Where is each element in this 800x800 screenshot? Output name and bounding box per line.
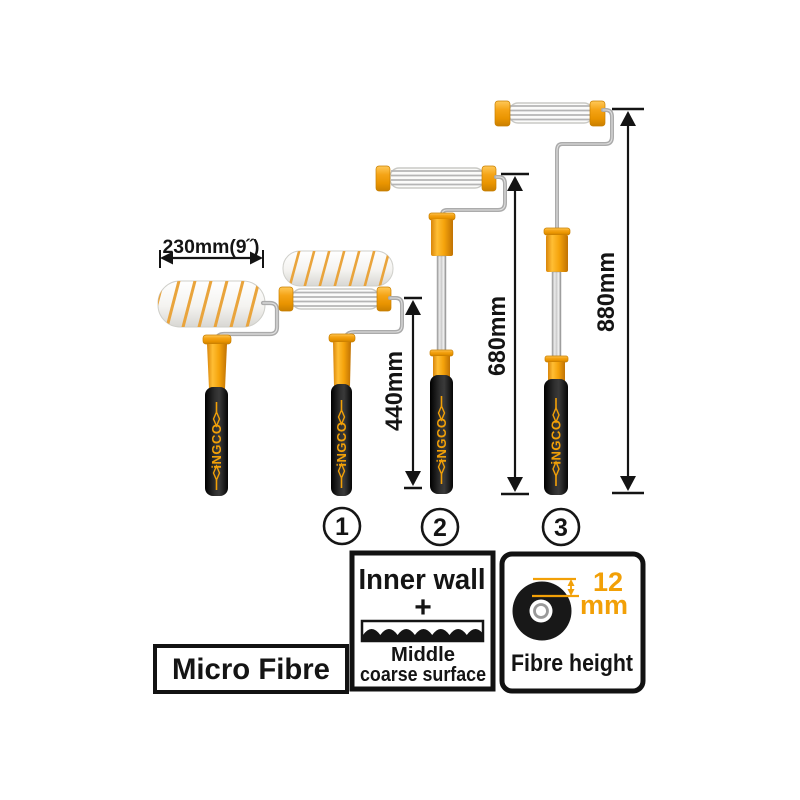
roller-end-disc-icon — [512, 581, 572, 641]
cage-wires — [510, 105, 591, 121]
pole-grip-collar — [428, 212, 456, 221]
arrow-right-icon — [250, 251, 263, 265]
handle-ferrule — [207, 344, 227, 389]
arrow-up-icon — [620, 111, 636, 126]
fibre-unit: mm — [580, 590, 628, 620]
roller-9inch: 230mm(9˝) iNGCO — [157, 237, 280, 496]
material-label: Micro Fibre — [172, 653, 330, 686]
pole-grip-collar — [543, 227, 571, 236]
arrow-down-icon — [620, 476, 636, 491]
height-dimension-label: 440mm — [381, 351, 408, 431]
arrow-up-icon — [567, 579, 575, 586]
roller-size-2: iNGCO 680mm 2 — [375, 165, 529, 547]
brand-logo: iNGCO — [334, 421, 349, 466]
roller-sleeve — [282, 250, 394, 287]
fibre-value: 12 — [593, 567, 623, 597]
item-number: 3 — [554, 514, 568, 542]
arrow-down-icon — [507, 477, 523, 492]
cage-end-cap — [375, 165, 391, 192]
roller-size-1: iNGCO 440mm 1 — [278, 250, 422, 546]
pole-connector-collar — [429, 349, 454, 357]
arrow-up-icon — [405, 300, 421, 315]
pole-connector — [433, 356, 450, 377]
fibre-label: Fibre height — [511, 650, 633, 677]
brand-logo: iNGCO — [209, 423, 224, 468]
height-dimension-label: 880mm — [593, 252, 620, 332]
handle-grip — [205, 387, 228, 496]
fibre-height-box: 12 mm Fibre height — [499, 551, 646, 694]
roller-frame-arm — [555, 108, 614, 233]
cage-end-cap — [494, 100, 511, 127]
dimension-880mm: 880mm — [593, 107, 644, 495]
item-number-badge — [541, 507, 581, 547]
item-number: 2 — [433, 514, 447, 542]
cage-wires — [391, 170, 483, 186]
dimension-680mm: 680mm — [484, 172, 529, 496]
cage-end-cap — [278, 286, 294, 312]
pole-grip — [431, 219, 453, 256]
wavy-surface-icon — [360, 619, 485, 643]
cage-end-cap — [481, 165, 497, 192]
arrow-up-icon — [507, 176, 523, 191]
width-dimension-label: 230mm(9˝) — [163, 237, 260, 258]
handle-grip — [331, 384, 352, 496]
arrow-down-icon — [567, 589, 575, 596]
handle-ferrule-collar — [328, 333, 356, 343]
item-number-badge — [420, 507, 460, 547]
item-number-badge — [322, 506, 362, 546]
cage-wires — [293, 291, 379, 307]
application-line3: coarse surface — [360, 664, 486, 686]
extension-pole — [436, 255, 447, 351]
handle-grip — [544, 379, 568, 495]
dimension-440mm: 440mm — [381, 296, 422, 490]
pole-grip — [546, 235, 568, 272]
roller-size-3: iNGCO 880mm 3 — [494, 100, 644, 547]
pole-connector — [548, 362, 565, 381]
material-box: Micro Fibre — [153, 644, 349, 694]
brand-logo: iNGCO — [549, 419, 564, 464]
application-box: Inner wall + Middle coarse surface — [349, 550, 496, 692]
height-dimension-label: 680mm — [484, 296, 511, 376]
handle-ferrule — [333, 342, 351, 386]
handle-grip — [430, 375, 453, 494]
cage-end-cap — [589, 100, 606, 127]
arrow-down-icon — [405, 471, 421, 486]
application-line1: Inner wall — [359, 564, 486, 596]
dimension-230mm: 230mm(9˝) — [159, 237, 264, 268]
handle-ferrule-collar — [202, 334, 232, 345]
item-number: 1 — [335, 513, 349, 541]
application-line2: Middle — [391, 644, 455, 666]
pole-connector-collar — [544, 355, 569, 363]
arrow-left-icon — [160, 251, 173, 265]
application-plus: + — [414, 591, 432, 624]
brand-logo: iNGCO — [434, 417, 449, 462]
extension-pole — [551, 271, 562, 357]
